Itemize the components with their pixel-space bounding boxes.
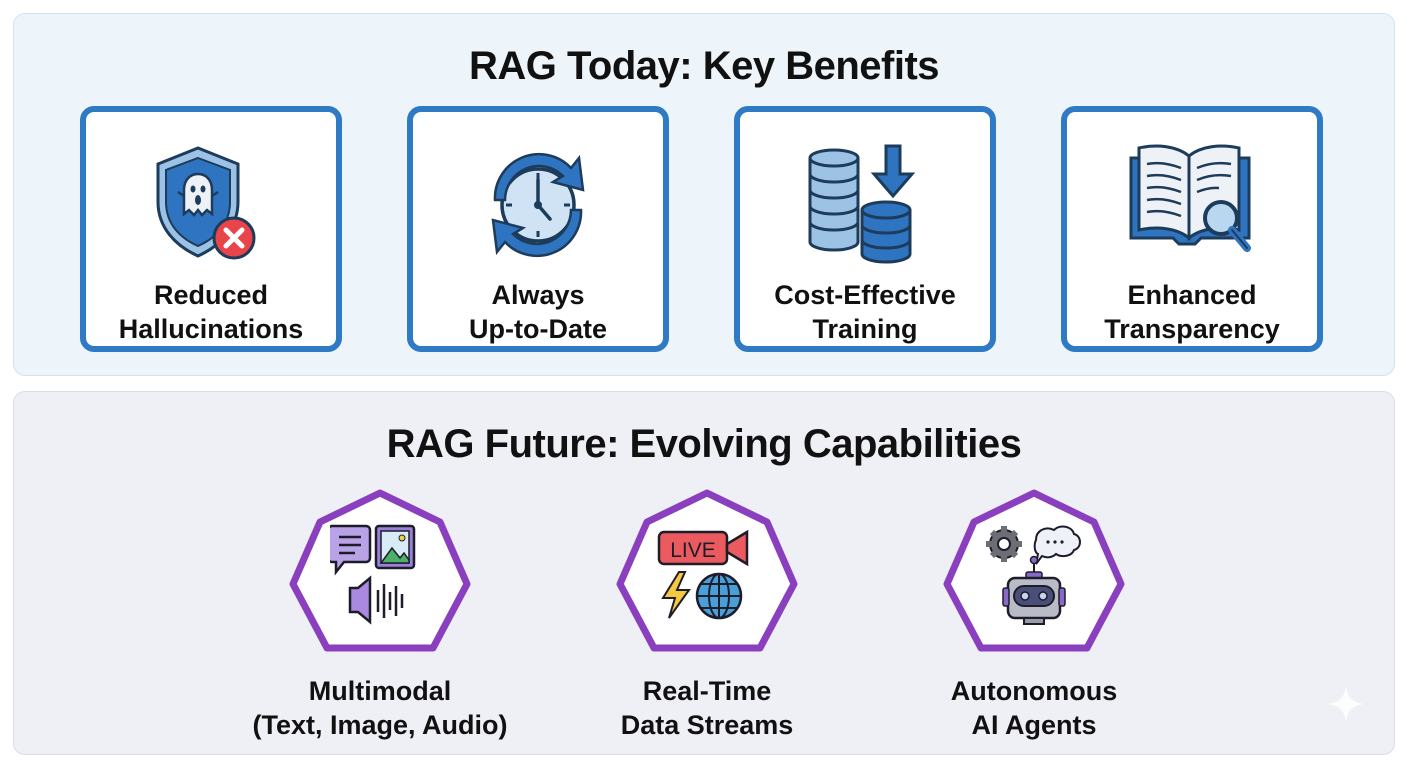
heptagon-autonomous [941, 488, 1127, 666]
gear-icon [986, 526, 1022, 562]
multimodal-icon [330, 524, 416, 625]
heptagon-multimodal [287, 488, 473, 666]
live-badge-text: LIVE [670, 539, 716, 562]
evolving-capabilities-panel: RAG Future: Evolving Capabilities Multim… [13, 391, 1395, 755]
clock-refresh-icon [491, 152, 585, 258]
database-download-icon [808, 144, 916, 264]
multimodal-label: Multimodal(Text, Image, Audio) [252, 676, 508, 740]
heptagon-real-time: LIVE [614, 488, 800, 666]
live-stream-icon: LIVE [657, 529, 749, 620]
sparkle-icon [1328, 686, 1364, 722]
robot-agent-icon [986, 525, 1081, 625]
evolving-capabilities-title: RAG Future: Evolving Capabilities [386, 422, 1022, 466]
book-magnifier-icon [1129, 144, 1251, 252]
shield-ghost-x-icon [156, 146, 256, 260]
key-benefits-title: RAG Today: Key Benefits [468, 44, 940, 88]
